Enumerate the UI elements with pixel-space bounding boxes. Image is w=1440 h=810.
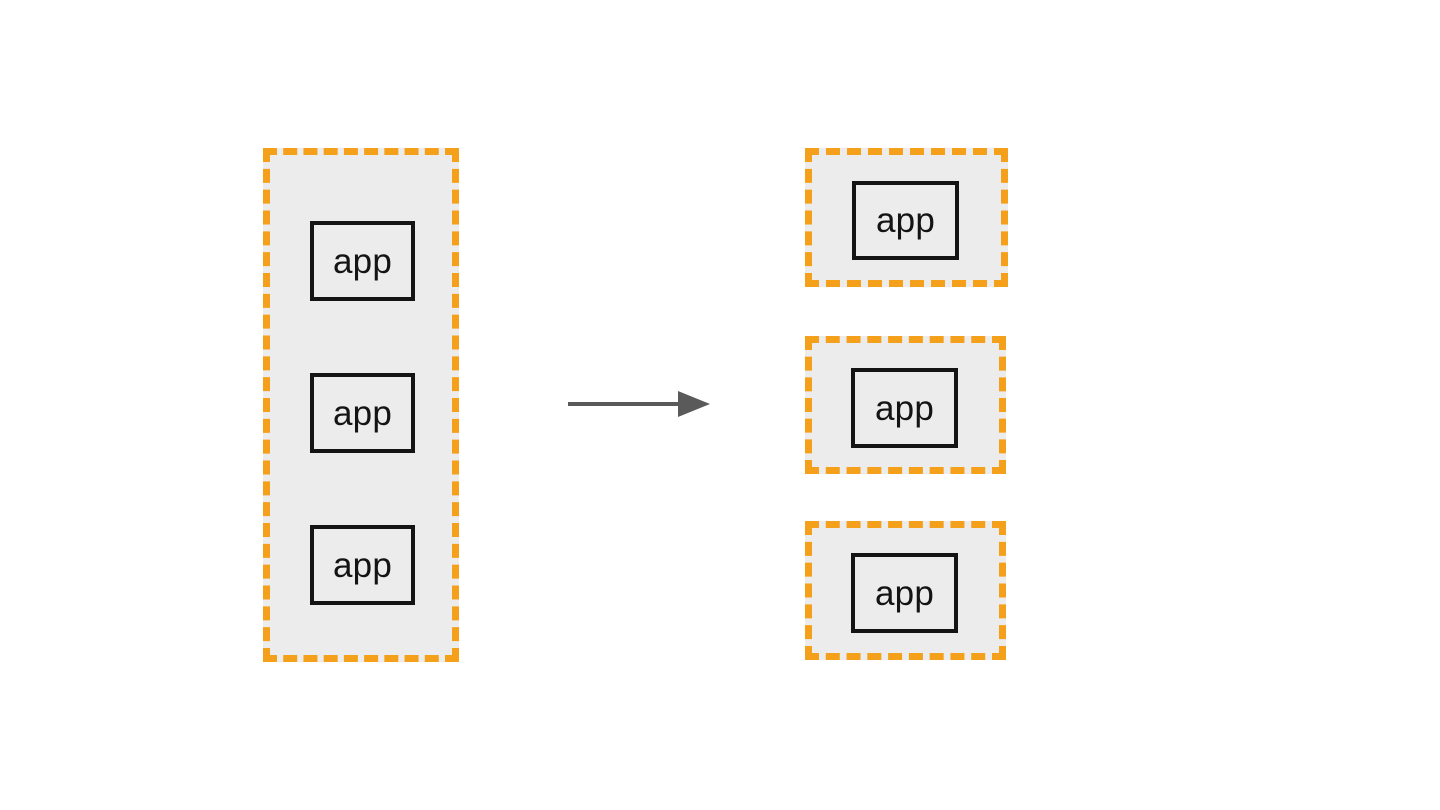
app-box-left-2: app xyxy=(310,373,415,453)
app-box-right-3: app xyxy=(851,553,958,633)
app-box-label: app xyxy=(875,388,934,428)
app-box-right-2: app xyxy=(851,368,958,448)
app-box-label: app xyxy=(333,393,392,433)
app-box-label: app xyxy=(875,573,934,613)
arrow-right-icon xyxy=(568,391,710,417)
app-box-left-1: app xyxy=(310,221,415,301)
app-box-label: app xyxy=(333,545,392,585)
app-box-right-1: app xyxy=(852,181,959,260)
app-box-left-3: app xyxy=(310,525,415,605)
app-box-label: app xyxy=(876,201,935,240)
app-box-label: app xyxy=(333,241,392,281)
